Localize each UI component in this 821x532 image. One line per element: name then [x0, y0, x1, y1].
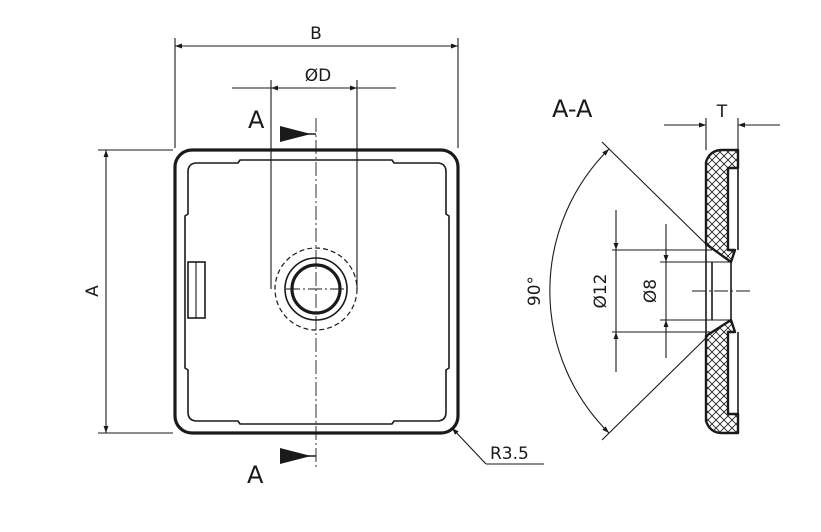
angle-label: 90° — [525, 276, 545, 306]
dimension-angle: 90° — [525, 141, 709, 441]
dimension-b: B — [174, 24, 459, 148]
dimension-a-label: A — [83, 285, 103, 297]
section-marker-bottom: A — [247, 448, 316, 489]
dimension-t: T — [664, 102, 780, 150]
dimension-d: ØD — [232, 66, 396, 289]
dimension-t-label: T — [716, 102, 728, 122]
section-marker-top-label: A — [248, 106, 265, 134]
dimension-b-label: B — [310, 24, 322, 44]
section-hatch-bottom — [704, 318, 740, 435]
radius-callout: R3.5 — [451, 427, 544, 465]
section-view — [692, 148, 750, 435]
dimension-inner-diameter: Ø8 — [641, 224, 712, 358]
outer-diameter-label: Ø12 — [591, 273, 611, 308]
section-hatch-top — [704, 148, 740, 264]
dimension-a: A — [83, 149, 173, 434]
dimension-d-label: ØD — [305, 66, 331, 86]
section-marker-bottom-label: A — [247, 461, 264, 489]
section-marker-top: A — [248, 106, 316, 142]
plate-outline — [173, 148, 460, 435]
radius-label: R3.5 — [490, 444, 529, 464]
plate-inner-contour — [184, 159, 450, 425]
front-view — [173, 118, 460, 468]
section-title: A-A — [552, 95, 593, 123]
inner-diameter-label: Ø8 — [641, 279, 661, 303]
